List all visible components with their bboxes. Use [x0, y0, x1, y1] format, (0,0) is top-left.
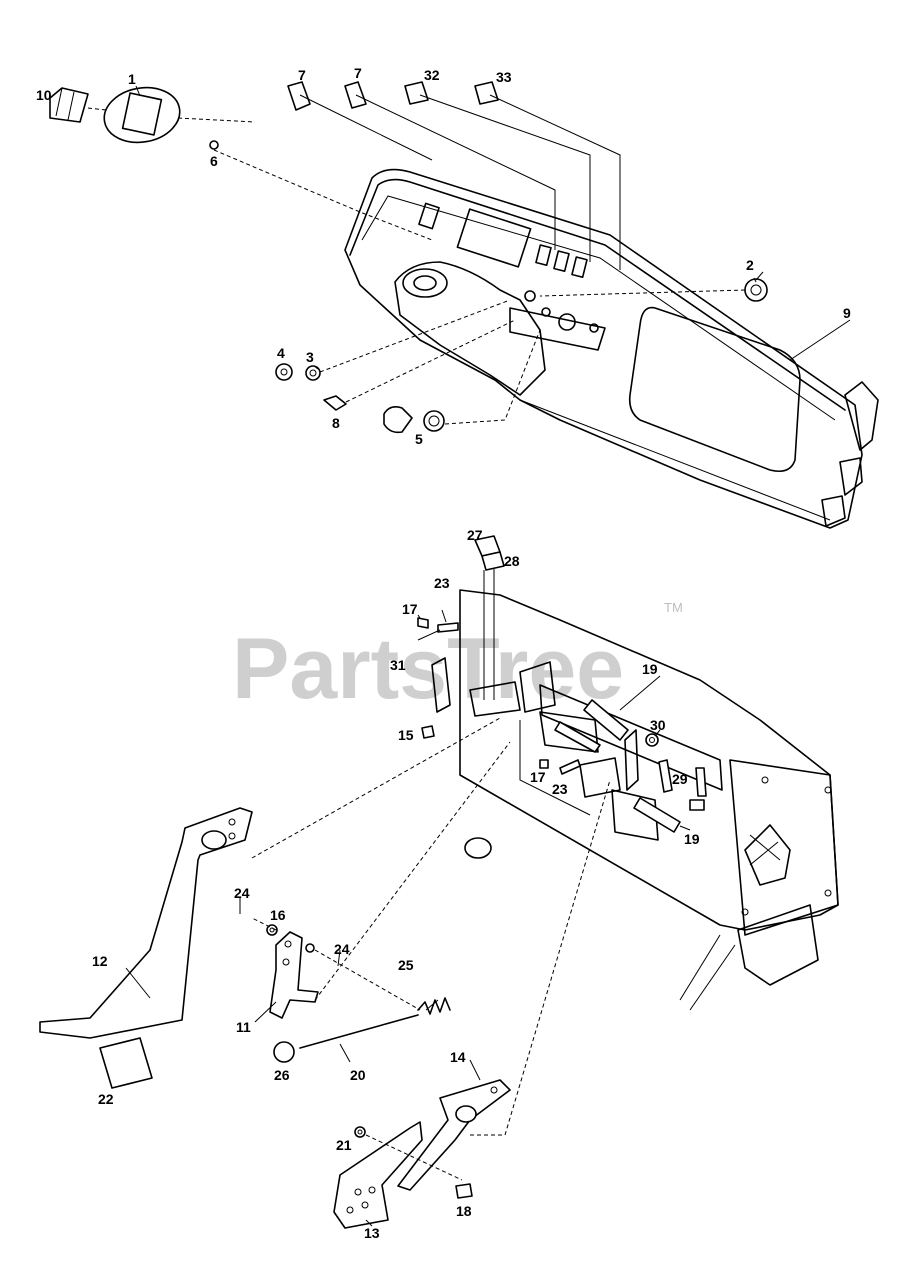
callout-33: 33	[496, 69, 512, 85]
part-22-pedal-pad	[99, 1037, 153, 1089]
part-25-spring	[417, 997, 451, 1015]
part-32-switch	[404, 81, 429, 105]
callout-14: 14	[450, 1049, 466, 1065]
callout-20: 20	[350, 1067, 366, 1083]
callout-7-b: 7	[354, 65, 362, 81]
part-17-pin-upper	[417, 617, 429, 629]
callout-25: 25	[398, 957, 414, 973]
callout-23-upper: 23	[434, 575, 450, 591]
watermark-trademark: TM	[664, 600, 683, 615]
callout-1: 1	[128, 71, 136, 87]
callout-6: 6	[210, 153, 218, 169]
part-17-pin-lower	[539, 759, 549, 769]
callout-21: 21	[336, 1137, 352, 1153]
callout-19-upper: 19	[642, 661, 658, 677]
callout-11: 11	[236, 1019, 251, 1035]
part-7-switch-b	[344, 81, 367, 109]
part-12-brake-pedal	[39, 807, 253, 1039]
callout-17-upper: 17	[402, 601, 418, 617]
callout-17-lower: 17	[530, 769, 546, 785]
callout-18: 18	[456, 1203, 472, 1219]
part-11-lever	[269, 931, 319, 1019]
callout-26: 26	[274, 1067, 290, 1083]
part-4-nut	[275, 363, 293, 381]
frame-housing	[459, 589, 839, 1011]
callout-5: 5	[415, 431, 423, 447]
part-33-switch	[474, 81, 499, 105]
callout-7-a: 7	[298, 67, 306, 83]
part-21-nut	[354, 1126, 366, 1138]
pedal-brackets	[431, 657, 659, 841]
part-19-rod-upper	[583, 699, 629, 741]
callout-3: 3	[306, 349, 314, 365]
part-7-switch-a	[287, 81, 311, 111]
callout-19-lower: 19	[684, 831, 700, 847]
part-2-nut	[744, 278, 768, 302]
callout-28: 28	[504, 553, 520, 569]
part-26-knob	[273, 1041, 295, 1063]
callout-numbers: 1 2 3 4 5 6 7 7 8 9 10 11 12 13 14 15 16…	[36, 65, 851, 1241]
callout-12: 12	[92, 953, 108, 969]
callout-13: 13	[364, 1225, 380, 1241]
part-23-cotter-upper	[437, 622, 459, 633]
part-14-lever	[397, 1079, 511, 1191]
callout-24-a: 24	[234, 885, 250, 901]
callout-22: 22	[98, 1091, 114, 1107]
callout-4: 4	[277, 345, 285, 361]
dashboard-assembly-lines	[87, 94, 851, 425]
callout-15: 15	[398, 727, 414, 743]
dashboard-panel	[344, 168, 879, 529]
part-29-bolt-b	[695, 767, 707, 797]
part-29-bolt	[658, 759, 673, 793]
part-13-pedal-plate	[333, 1121, 423, 1229]
part-30-nut	[645, 733, 659, 747]
part-19-rod-mid	[554, 721, 601, 753]
part-31-pin	[417, 629, 441, 641]
part-16-washer	[266, 924, 278, 936]
callout-2: 2	[746, 257, 754, 273]
part-1-decal	[103, 86, 181, 144]
callout-9: 9	[843, 305, 851, 321]
part-6-fastener	[209, 140, 219, 150]
part-19-rod-lower	[633, 797, 681, 833]
callout-23-lower: 23	[552, 781, 568, 797]
callout-24-b: 24	[334, 941, 350, 957]
part-3-washer	[305, 365, 321, 381]
part-20-rod	[299, 1014, 419, 1049]
part-8-knob	[323, 395, 347, 411]
parking-brake-rod	[483, 568, 495, 700]
callout-27: 27	[467, 527, 483, 543]
callout-30: 30	[650, 717, 666, 733]
part-15-bolt	[421, 725, 435, 739]
part-29-clip	[689, 799, 705, 811]
callout-32: 32	[424, 67, 440, 83]
part-10-switch-block	[49, 87, 89, 123]
pedal-assembly-lines	[239, 717, 611, 1181]
callout-16: 16	[270, 907, 286, 923]
part-24-washer	[305, 943, 315, 953]
callout-leaders	[125, 85, 757, 1227]
part-28-cap	[481, 551, 505, 571]
part-23-cotter-lower	[559, 759, 581, 775]
part-5-ignition	[383, 406, 445, 434]
watermark-text: PartsTree	[232, 621, 624, 717]
callout-10: 10	[36, 87, 52, 103]
callout-31: 31	[390, 657, 406, 673]
part-18-bolt	[455, 1183, 473, 1199]
callout-8: 8	[332, 415, 340, 431]
callout-29: 29	[672, 771, 688, 787]
